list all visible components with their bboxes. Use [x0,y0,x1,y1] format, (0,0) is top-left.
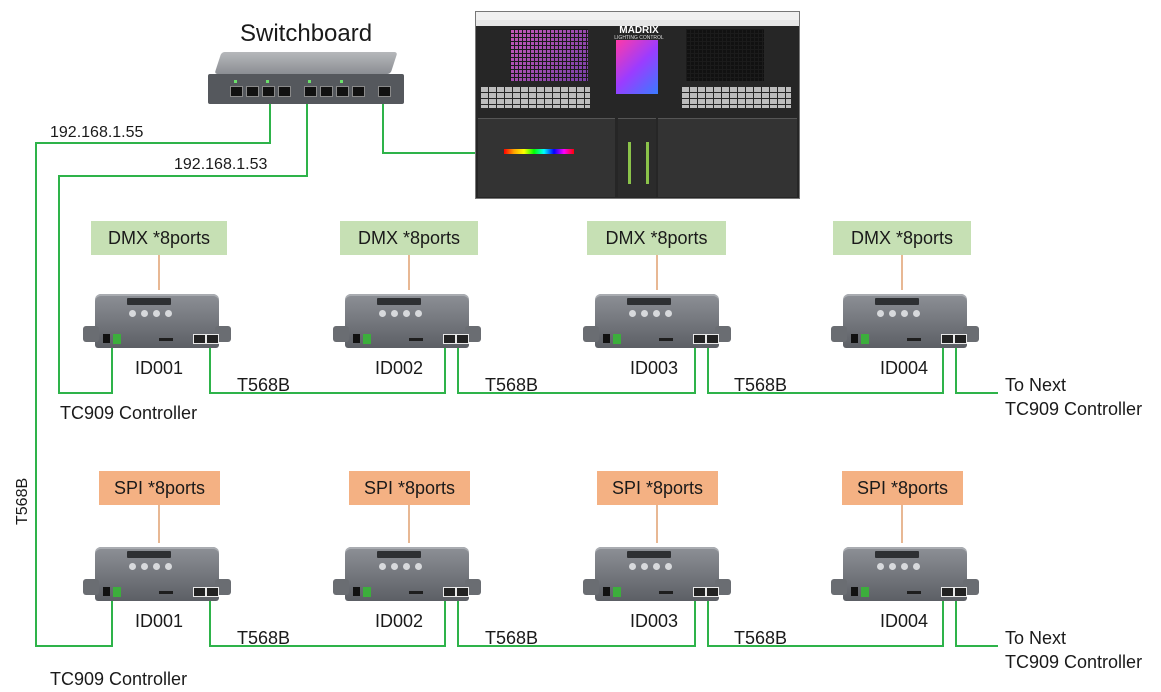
device-id-label: ID001 [135,358,184,378]
tc909-controller-device [333,290,481,352]
dmx-tag: DMX *8ports [587,221,726,255]
device-id-label: ID002 [375,358,424,378]
controller-row-label: TC909 Controller [50,669,188,689]
output-preview [616,40,658,94]
device-id-label: ID003 [630,611,679,631]
wire-row1-link-1 [209,345,446,394]
to-next-label: To Next [1005,628,1067,648]
network-switch [208,52,404,106]
tc909-controller-device [831,543,979,605]
spi-tag: SPI *8ports [597,471,718,505]
cable-label: T568B [237,628,291,648]
wire-row1-link-3 [707,345,944,394]
tc909-controller-device [583,543,731,605]
cable-label: T568B [237,375,291,395]
cable-label: T568B [734,628,788,648]
vertical-cable-label: T568B [14,477,31,525]
tc909-controller-device [583,290,731,352]
spi-tag: SPI *8ports [349,471,470,505]
dmx-tag: DMX *8ports [91,221,227,255]
wire-row2-link-1 [209,598,446,647]
device-id-label: ID001 [135,611,184,631]
device-id-label: ID004 [880,611,929,631]
madrix-logo: MADRIX LIGHTING CONTROL [614,25,664,41]
wire-switch-to-software [382,92,476,154]
wire-row2-next [955,598,998,647]
wire-switch-to-row2 [35,96,271,647]
to-next-controller-label: TC909 Controller [1005,399,1143,419]
cable-label: T568B [485,375,539,395]
wire-row2-link-3 [707,598,944,647]
tc909-controller-device [333,543,481,605]
ip-label-row1: 192.168.1.53 [174,156,268,173]
to-next-label: To Next [1005,375,1067,395]
tc909-controller-device [83,543,231,605]
madrix-software-window: MADRIX LIGHTING CONTROL [475,11,800,199]
cable-label: T568B [734,375,788,395]
wire-row2-link-2 [457,598,696,647]
device-id-label: ID002 [375,611,424,631]
wire-row1-next [955,345,998,394]
spi-tag: SPI *8ports [842,471,963,505]
right-preview-grid [686,29,764,81]
to-next-controller-label: TC909 Controller [1005,652,1143,672]
wire-row1-link-2 [457,345,696,394]
wire-switch-to-row1 [58,96,308,394]
tc909-controller-device [83,290,231,352]
spi-tag: SPI *8ports [99,471,220,505]
left-preview-grid [510,29,588,81]
device-id-label: ID003 [630,358,679,378]
switchboard-title: Switchboard [240,20,373,47]
dmx-tag: DMX *8ports [833,221,971,255]
controller-row-label: TC909 Controller [60,403,198,423]
dmx-tag: DMX *8ports [340,221,478,255]
cable-label: T568B [485,628,539,648]
device-id-label: ID004 [880,358,929,378]
ip-label-row2: 192.168.1.55 [50,124,144,141]
tc909-controller-device [831,290,979,352]
